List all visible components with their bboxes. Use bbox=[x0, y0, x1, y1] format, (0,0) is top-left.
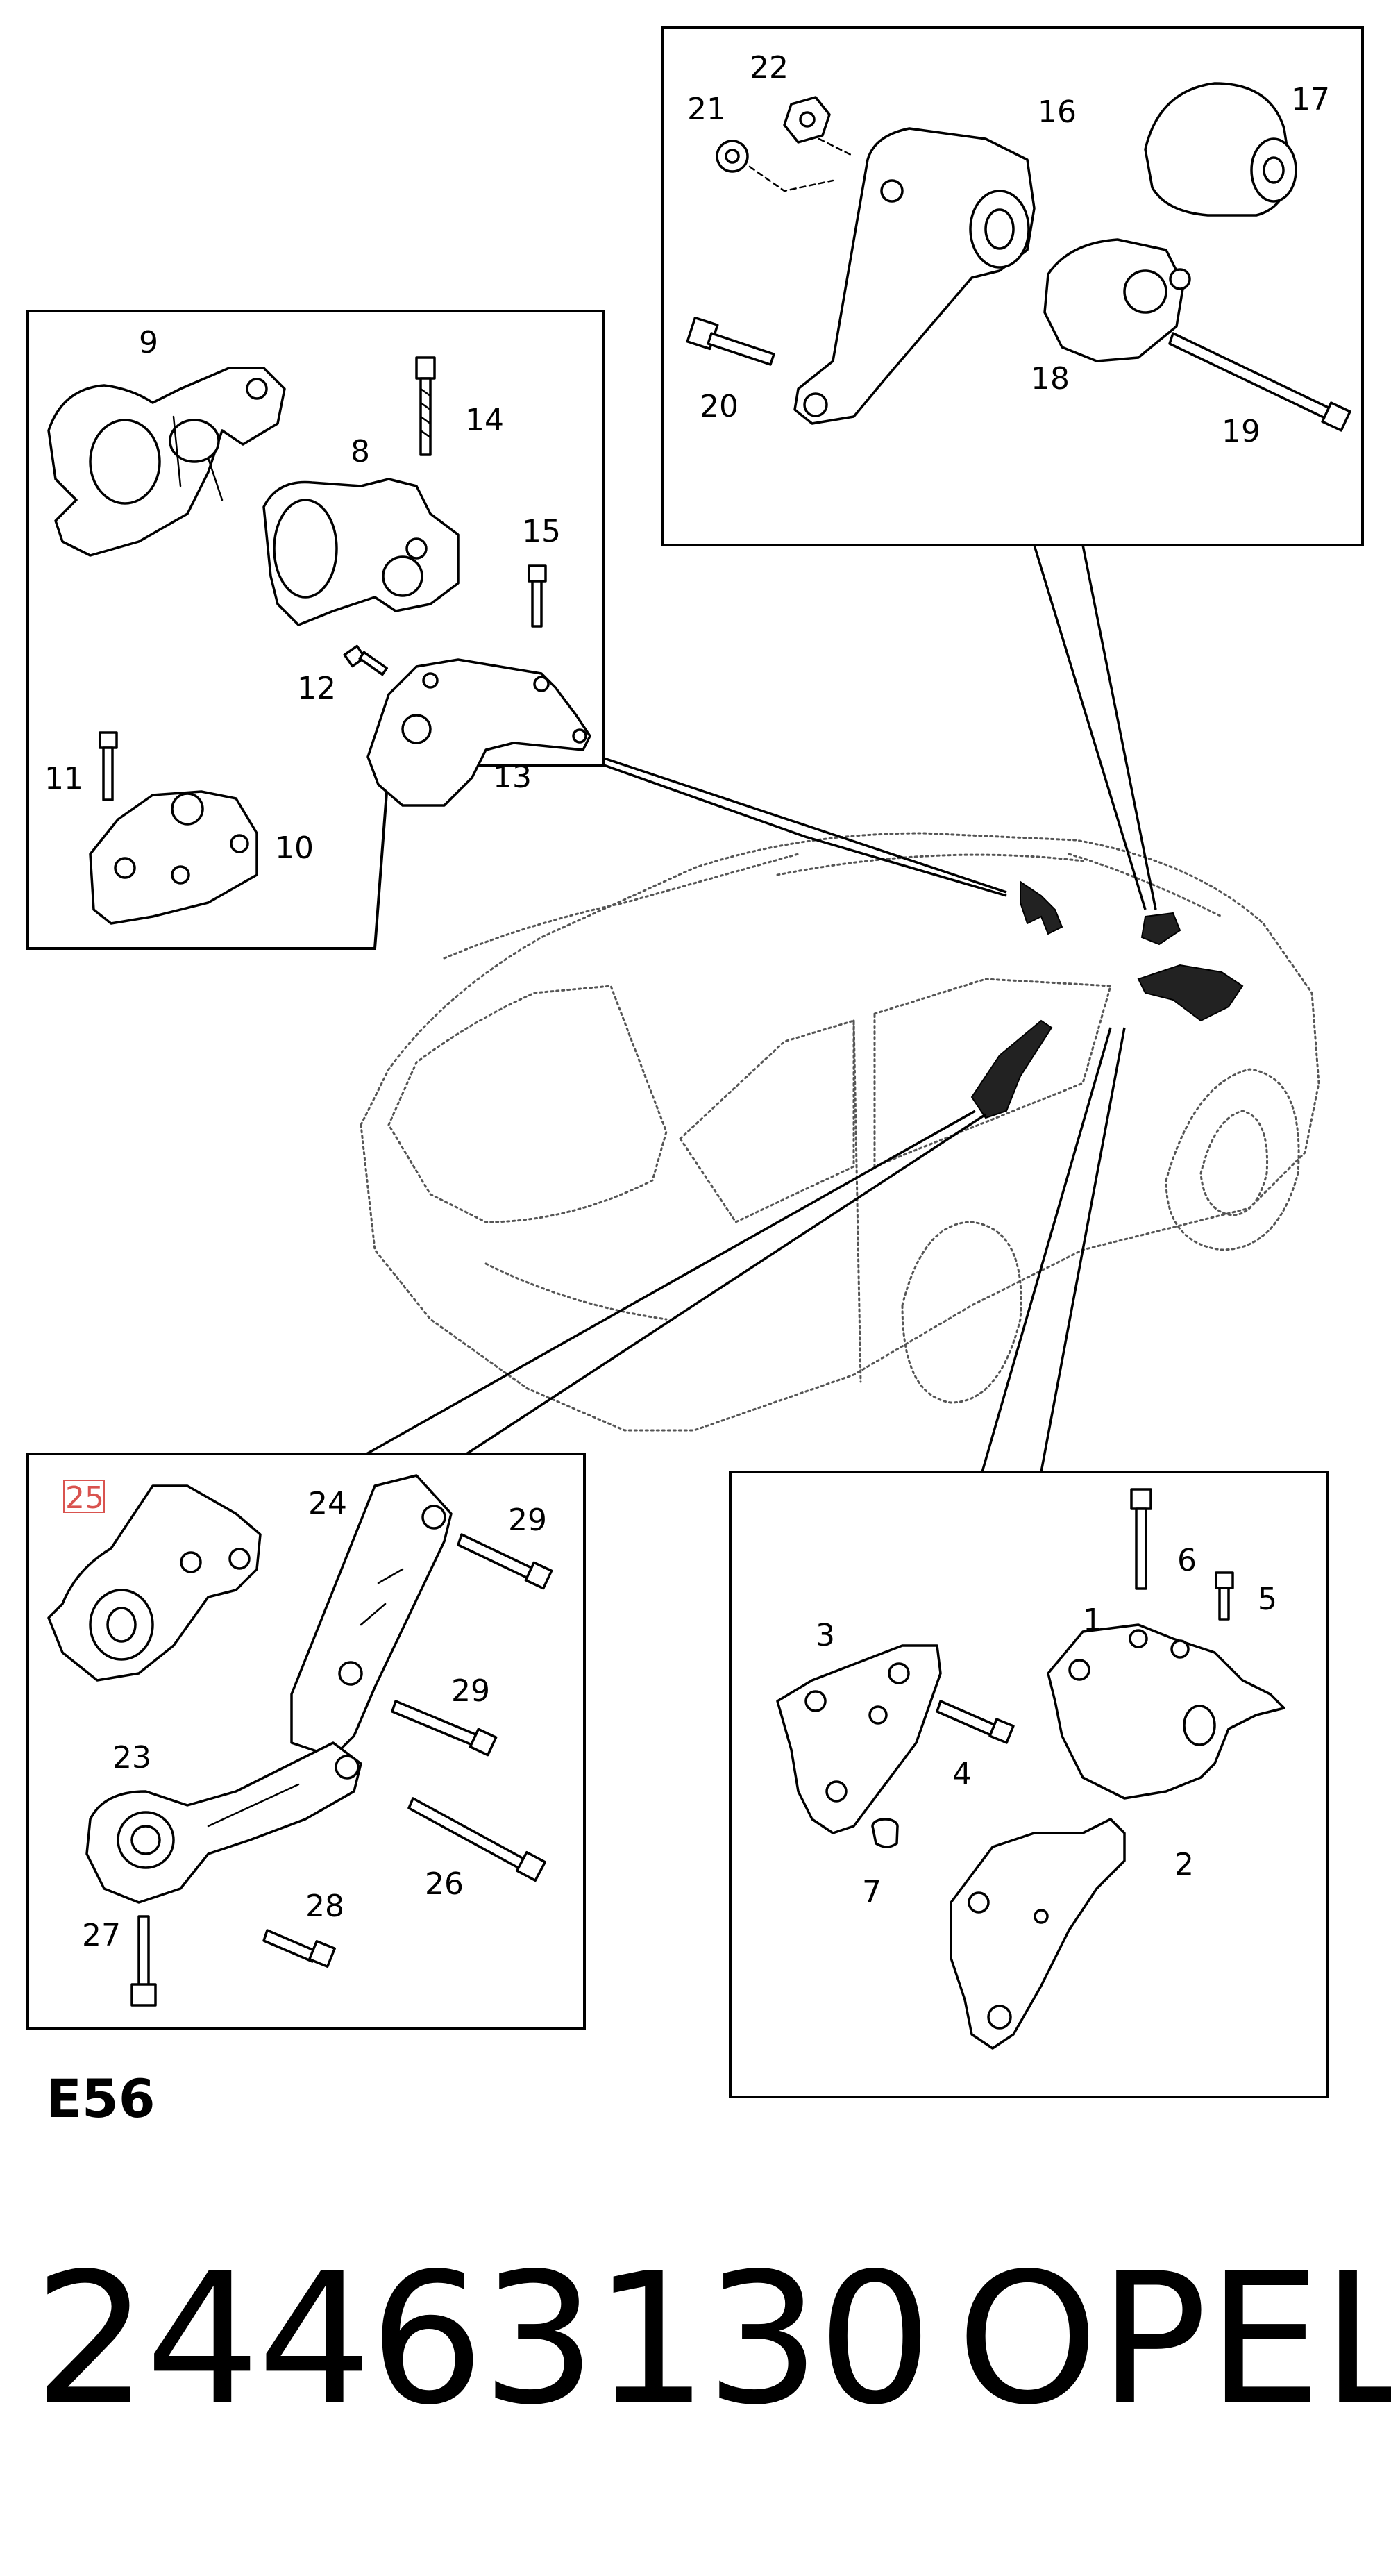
part-1-transmission-mount bbox=[1047, 1623, 1285, 1800]
callout-5: 5 bbox=[1258, 1582, 1277, 1617]
callout-23: 23 bbox=[112, 1740, 151, 1775]
callout-4: 4 bbox=[952, 1757, 972, 1792]
callout-11: 11 bbox=[44, 761, 83, 796]
callout-9: 9 bbox=[139, 325, 158, 360]
part-15-bolt bbox=[528, 564, 547, 628]
callout-7: 7 bbox=[862, 1875, 882, 1910]
callout-8: 8 bbox=[351, 434, 370, 469]
part-6-bolt bbox=[1130, 1488, 1152, 1590]
frame-lower-right bbox=[729, 1471, 1329, 2098]
callout-3: 3 bbox=[816, 1618, 835, 1653]
part-25-engine-mount bbox=[47, 1484, 262, 1682]
callout-25: 25 bbox=[65, 1480, 104, 1516]
callout-14: 14 bbox=[465, 403, 504, 438]
part-7-sleeve bbox=[871, 1818, 899, 1848]
part-8-engine-mount bbox=[262, 478, 460, 626]
part-16-torque-arm bbox=[793, 127, 1036, 425]
callout-22: 22 bbox=[750, 50, 789, 85]
frame-upper-left bbox=[26, 310, 605, 950]
frame-upper-right bbox=[661, 26, 1364, 546]
part-19-bolt bbox=[1168, 332, 1351, 432]
vehicle-outline bbox=[360, 832, 1320, 1432]
callout-29-upper: 29 bbox=[508, 1503, 547, 1538]
callout-10: 10 bbox=[275, 830, 314, 866]
callout-17: 17 bbox=[1291, 82, 1330, 117]
part-24-torque-rod bbox=[290, 1474, 453, 1758]
callout-20: 20 bbox=[700, 389, 739, 424]
part-10-mount bbox=[89, 790, 258, 925]
callout-27: 27 bbox=[82, 1918, 121, 1953]
callout-25-highlight-box bbox=[63, 1480, 105, 1513]
callout-1: 1 bbox=[1083, 1603, 1102, 1638]
part-9-engine-mount bbox=[47, 367, 286, 557]
part-29-bolt-upper bbox=[457, 1533, 553, 1590]
diagram-reference-code: E56 bbox=[46, 2068, 155, 2130]
part-14-bolt bbox=[415, 356, 436, 456]
part-3-plate bbox=[776, 1644, 942, 1834]
part-23-torque-rod bbox=[85, 1741, 362, 1904]
callout-29-lower: 29 bbox=[451, 1673, 490, 1709]
callout-6: 6 bbox=[1177, 1543, 1197, 1578]
callout-18: 18 bbox=[1031, 361, 1070, 396]
callout-16: 16 bbox=[1038, 94, 1077, 130]
callout-15: 15 bbox=[522, 514, 561, 549]
callout-13: 13 bbox=[493, 760, 532, 795]
part-21-nut bbox=[716, 140, 749, 173]
brand-name: OPEL bbox=[956, 2235, 1391, 2445]
callout-28: 28 bbox=[305, 1889, 344, 1924]
part-11-bolt bbox=[99, 731, 118, 801]
part-2-bracket bbox=[950, 1818, 1126, 2050]
callout-24: 24 bbox=[308, 1486, 347, 1521]
callout-26: 26 bbox=[425, 1866, 464, 1902]
part-22-nut bbox=[783, 96, 831, 144]
callout-labels: 9 14 8 15 12 13 11 10 22 21 16 17 18 20 … bbox=[44, 50, 1330, 1953]
part-18-bushing bbox=[1043, 238, 1191, 362]
part-20-bolt bbox=[686, 316, 775, 366]
callout-2: 2 bbox=[1174, 1847, 1194, 1882]
part-17-bushing bbox=[1144, 82, 1297, 217]
part-12-bolt bbox=[343, 644, 389, 676]
part-28-bolt bbox=[262, 1929, 336, 1968]
callout-21: 21 bbox=[687, 92, 726, 127]
part-5-bolt bbox=[1215, 1571, 1234, 1621]
part-13-bracket bbox=[366, 658, 591, 807]
part-27-bolt bbox=[130, 1915, 157, 2007]
callout-19: 19 bbox=[1222, 414, 1261, 449]
callout-12: 12 bbox=[297, 671, 336, 706]
leader-lines bbox=[366, 544, 1157, 1473]
part-29-bolt-lower bbox=[391, 1700, 498, 1757]
part-26-bolt bbox=[407, 1797, 547, 1882]
part-4-bolt bbox=[936, 1700, 1015, 1744]
part-number: 24463130 bbox=[33, 2235, 932, 2445]
frame-lower-left bbox=[26, 1453, 586, 2030]
